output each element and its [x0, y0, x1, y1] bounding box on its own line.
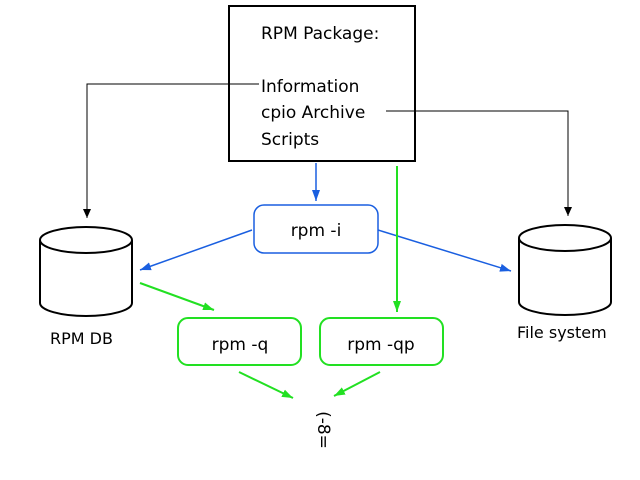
arrow-rpm-qp-to-emoticon [333, 371, 381, 397]
package-item-scripts: Scripts [261, 130, 319, 150]
package-item-cpio-archive: cpio Archive [261, 103, 365, 123]
rpm-db-cylinder [39, 226, 133, 317]
rpm-db-label: RPM DB [50, 329, 113, 348]
rpm-package-box: RPM Package: Information cpio Archive Sc… [228, 5, 416, 162]
emoticon: (-8= [313, 411, 333, 449]
arrow-rpm-db-to-rpm-q [139, 282, 215, 311]
package-title: RPM Package: [261, 24, 379, 44]
rpm-qp-box: rpm -qp [319, 317, 444, 366]
arrow-cpio-to-file-system [386, 110, 572, 216]
rpm-q-label: rpm -q [212, 335, 269, 355]
package-item-information: Information [261, 77, 359, 97]
arrow-rpm-i-to-rpm-db [139, 229, 253, 271]
rpm-i-box: rpm -i [253, 204, 379, 254]
rpm-qp-label: rpm -qp [347, 335, 414, 355]
rpm-q-box: rpm -q [177, 317, 302, 366]
arrow-information-to-rpm-db [83, 83, 259, 218]
arrow-rpm-q-to-emoticon [238, 371, 294, 399]
arrow-rpm-i-to-file-system [377, 229, 512, 272]
file-system-cylinder [518, 224, 612, 316]
rpm-i-label: rpm -i [291, 221, 342, 241]
file-system-label: File system [517, 323, 607, 342]
